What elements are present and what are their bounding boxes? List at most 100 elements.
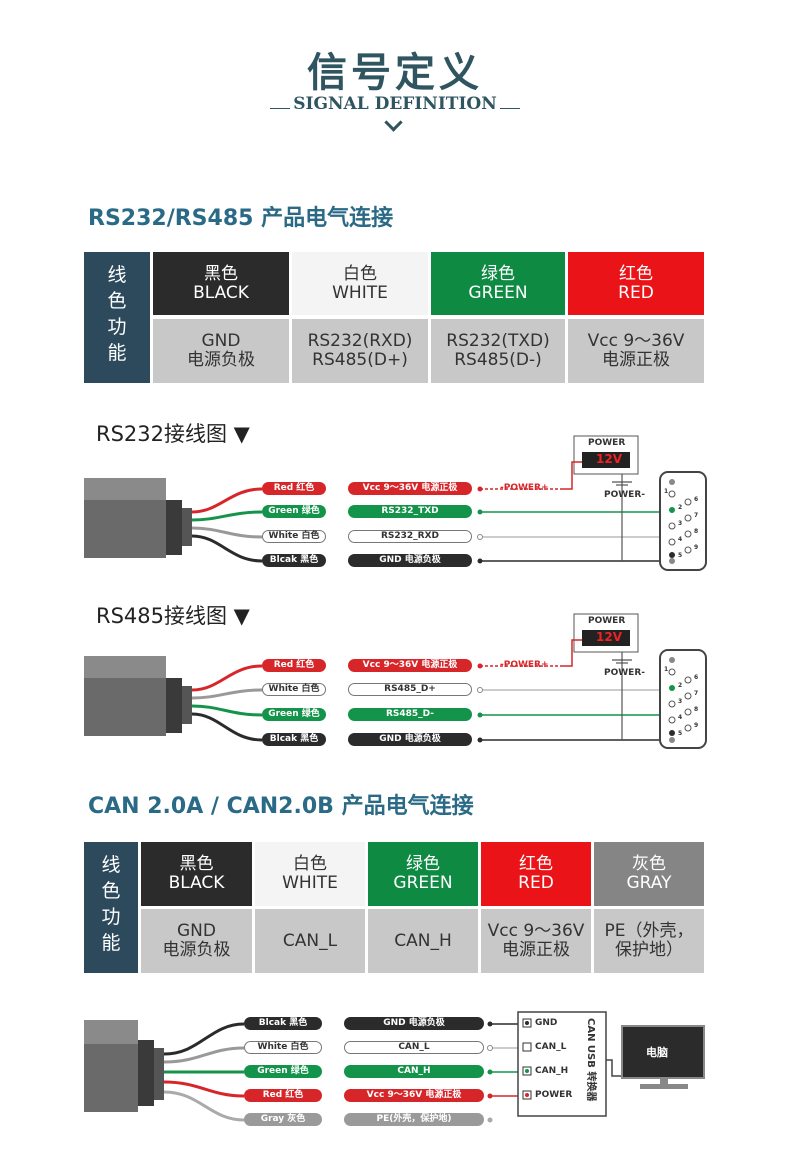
color-cell-red: 红色 RED [481, 842, 591, 906]
header-char: 能 [101, 932, 121, 954]
wire-name-label: Blcak 黑色 [262, 733, 326, 746]
page-subtitle: SIGNAL DEFINITION [293, 94, 497, 114]
wire-name-label: White 白色 [244, 1041, 322, 1054]
function-line1: Vcc 9～36V [487, 921, 585, 941]
function-cell: Vcc 9～36V 电源正极 [481, 909, 591, 973]
function-line1: CAN_H [394, 930, 452, 951]
db9-pin-label: 3 [678, 698, 683, 705]
color-en: WHITE [332, 282, 388, 303]
can-section-title: CAN 2.0A / CAN2.0B 产品电气连接 [88, 794, 474, 819]
color-cell-white: 白色 WHITE [255, 842, 365, 906]
db9-pin-label: 8 [694, 706, 699, 713]
function-line1: RS232(TXD) [446, 331, 550, 351]
wire-name-label: Red 红色 [244, 1089, 322, 1102]
wire-name-label: Green 绿色 [244, 1065, 322, 1078]
wire-name-label: Blcak 黑色 [244, 1017, 322, 1030]
function-cell: CAN_H [368, 909, 478, 973]
function-line1: GND [201, 331, 241, 351]
wire-name-label: Green 绿色 [262, 708, 326, 721]
table-header-label: 线 色 功 能 [84, 842, 138, 973]
wire-func-label: GND 电源负极 [348, 733, 472, 746]
color-cell-black: 黑色 BLACK [141, 842, 252, 906]
power-plus-label: -POWER+ [500, 660, 549, 670]
wire-func-label: GND 电源负极 [344, 1017, 484, 1030]
color-cn: 红色 [619, 263, 653, 284]
db9-pin-label: 5 [678, 730, 683, 737]
function-line2: 电源正极 [602, 350, 670, 370]
table-header-label: 线 色 功 能 [84, 252, 150, 383]
color-cell-red: 红色 RED [568, 252, 704, 315]
function-cell: RS232(TXD) RS485(D-) [431, 319, 565, 383]
wire-name-label: Red 红色 [262, 482, 326, 495]
header-char: 线 [101, 854, 121, 876]
function-line1: PE（外壳， [604, 921, 694, 941]
db9-pin-label: 2 [678, 504, 683, 511]
function-line1: GND [177, 921, 216, 941]
color-cn: 灰色 [632, 854, 666, 874]
rs485-diagram-title: RS485接线图 ▼ [96, 604, 250, 628]
header-char: 功 [101, 906, 121, 928]
color-cell-gray: 灰色 GRAY [594, 842, 704, 906]
power-minus-label: POWER- [604, 668, 645, 678]
db9-pin-label: 1 [664, 488, 669, 495]
color-cn: 黑色 [179, 854, 214, 874]
db9-pin-label: 9 [694, 544, 699, 551]
converter-pin-label: POWER [535, 1090, 573, 1100]
wire-func-label: RS485_D- [348, 708, 472, 721]
function-line2: RS485(D+) [312, 350, 408, 370]
header-char: 能 [107, 342, 127, 364]
function-line2: 电源负极 [162, 940, 231, 960]
db9-pin-label: 5 [678, 552, 683, 559]
title-rule-right [500, 108, 520, 109]
computer-label: 电脑 [646, 1046, 668, 1059]
wire-func-label: Vcc 9～36V 电源正极 [348, 659, 472, 672]
function-line2: 电源正极 [502, 940, 570, 960]
wire-func-label: RS232_TXD [348, 505, 472, 518]
db9-pin-label: 9 [694, 722, 699, 729]
wire-func-label: CAN_H [344, 1065, 484, 1078]
wire-func-label: PE(外壳，保护地) [344, 1113, 484, 1126]
rs-section-title: RS232/RS485 产品电气连接 [88, 206, 394, 231]
wire-name-label: White 白色 [262, 530, 326, 543]
color-cell-white: 白色 WHITE [292, 252, 428, 315]
function-line2: 电源负极 [187, 350, 255, 370]
color-cn: 绿色 [481, 263, 515, 284]
color-en: BLACK [168, 873, 225, 893]
header-char: 色 [101, 880, 121, 902]
sensor-body-icon [84, 478, 192, 558]
db9-pin-label: 6 [694, 496, 699, 503]
wire-func-label: Vcc 9～36V 电源正极 [348, 482, 472, 495]
function-cell: PE（外壳， 保护地） [594, 909, 704, 973]
db9-pin-label: 2 [678, 682, 683, 689]
db9-pin-label: 8 [694, 528, 699, 535]
header-char: 线 [107, 264, 127, 286]
color-cn: 绿色 [406, 854, 440, 874]
wire-func-label: RS485_D+ [348, 683, 472, 696]
color-en: GREEN [468, 282, 528, 303]
function-cell: GND 电源负极 [153, 319, 289, 383]
color-cell-black: 黑色 BLACK [153, 252, 289, 315]
converter-pin-label: CAN_L [535, 1042, 567, 1052]
page-title: 信号定义 [307, 49, 483, 96]
color-en: WHITE [282, 873, 338, 893]
color-en: GRAY [626, 873, 672, 893]
color-en: GREEN [393, 873, 453, 893]
power-supply-label: POWER [588, 438, 626, 448]
function-line1: CAN_L [282, 930, 338, 951]
color-en: RED [518, 873, 554, 893]
rs232-diagram-title: RS232接线图 ▼ [96, 422, 250, 446]
wire-name-label: Red 红色 [262, 659, 326, 672]
color-cell-green: 绿色 GREEN [431, 252, 565, 315]
wire-name-label: Blcak 黑色 [262, 554, 326, 567]
color-cn: 白色 [343, 263, 377, 284]
header-char: 功 [107, 316, 127, 338]
converter-pin-label: CAN_H [535, 1066, 569, 1076]
power-minus-label: POWER- [604, 490, 645, 500]
power-supply-value: 12V [596, 452, 622, 466]
db9-pin-label: 6 [694, 674, 699, 681]
function-cell: CAN_L [255, 909, 365, 973]
db9-pin-label: 3 [678, 520, 683, 527]
function-cell: RS232(RXD) RS485(D+) [292, 319, 428, 383]
color-cn: 白色 [293, 854, 327, 874]
